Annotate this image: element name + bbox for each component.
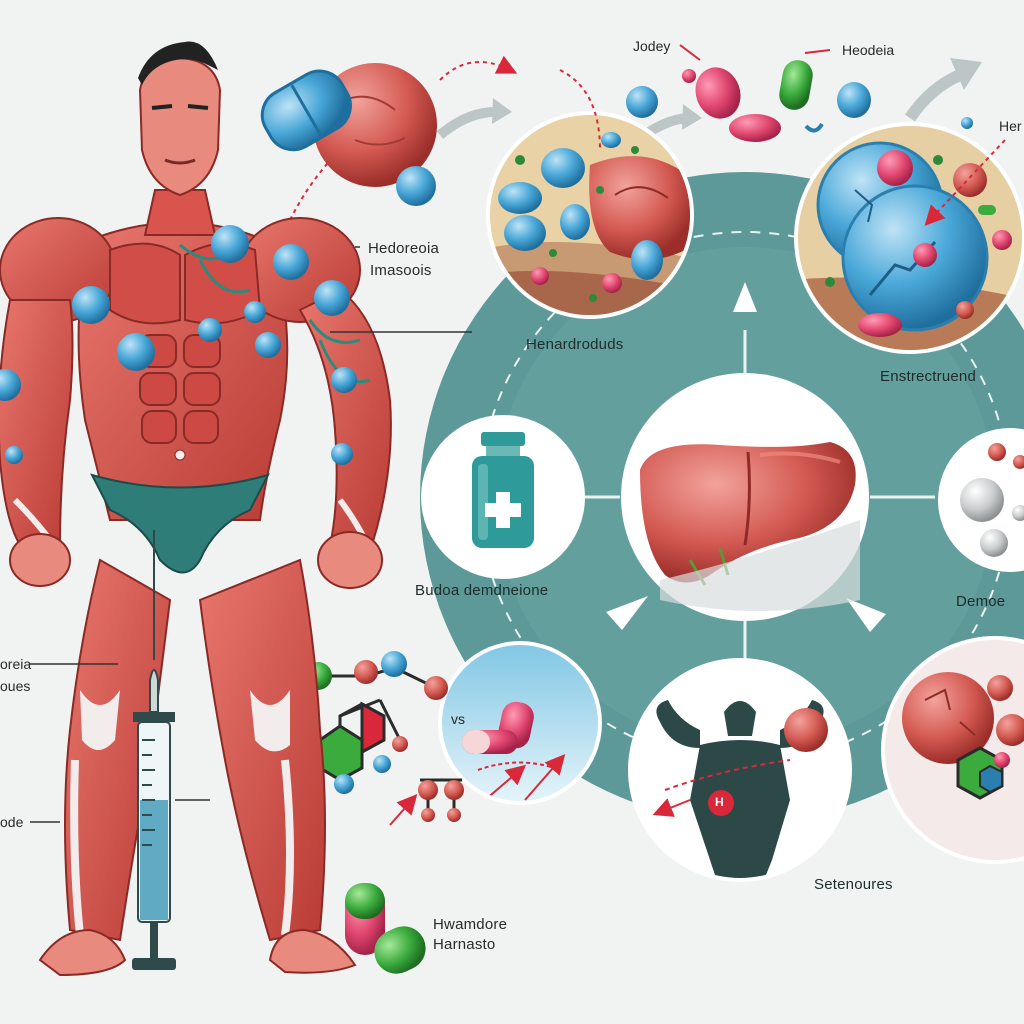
label-body-1: Hedoreoia [368, 240, 440, 257]
syringe [132, 530, 176, 970]
circle-bottle-left [421, 415, 585, 579]
label-leg-1: oreia [0, 656, 32, 672]
label-ring-bottom: Setenoures [814, 876, 893, 893]
label-ring-top-left: Henardroduds [526, 336, 624, 353]
circle-spheres-right [938, 428, 1024, 572]
label-leg-3: ode [0, 814, 24, 830]
muscular-man-figure [0, 41, 392, 977]
circle-vs-scene [438, 641, 602, 805]
label-leg-2: oues [0, 678, 31, 694]
circle-athlete-silhouette [628, 658, 852, 882]
label-top-right-cut: Her [999, 118, 1022, 134]
badge-h: H [715, 795, 724, 809]
arrow-up [733, 282, 757, 312]
label-ring-mid-left: Budoa demdneione [415, 582, 549, 599]
circle-tissue-molecule-right [881, 636, 1024, 864]
label-top-pill-left: Jodey [633, 38, 671, 54]
floating-pills-top [626, 60, 973, 142]
circle-liver-center [621, 373, 869, 621]
label-body-2: Imasoois [370, 262, 432, 279]
label-leader-lines [30, 246, 472, 823]
tablet-and-cell-top-left [260, 63, 437, 206]
arrow-in-left [606, 596, 648, 630]
arrow-in-right [846, 598, 886, 632]
label-bottom-pill-1: Hwamdore [433, 916, 508, 933]
label-ring-mid-right: Demoe [956, 593, 1006, 610]
molecule-left [318, 666, 462, 815]
bottom-pills [345, 883, 426, 974]
body-spheres [0, 225, 357, 465]
label-bottom-pill-2: Harnasto [433, 936, 496, 953]
label-ring-top-right: Enstrectruend [880, 368, 976, 385]
label-vs: vs [451, 711, 465, 727]
circle-tablets-right [794, 122, 1024, 354]
label-top-pill-right: Heodeia [842, 42, 895, 58]
